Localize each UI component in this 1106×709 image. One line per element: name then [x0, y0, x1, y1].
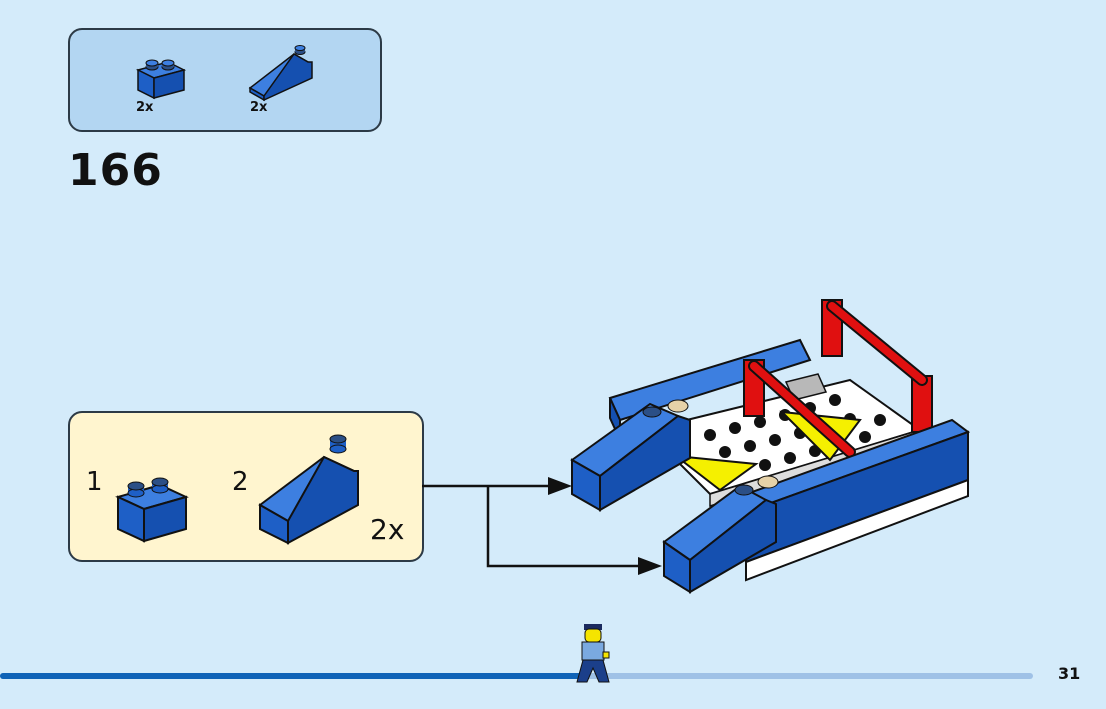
- parts-qty-1: 2x: [136, 100, 154, 115]
- brick-1x2-icon: [115, 477, 189, 543]
- parts-list-box: 2x 2x: [68, 28, 382, 132]
- page-number: 31: [1058, 664, 1081, 683]
- model-illustration: [570, 299, 971, 594]
- sub-assembly-box: 1 2 2x: [68, 411, 424, 562]
- step-number: 166: [68, 145, 163, 196]
- sub-step-1-label: 1: [86, 467, 103, 497]
- parts-qty-2: 2x: [250, 100, 268, 115]
- minifigure-icon: [576, 624, 610, 683]
- progress-fill: [0, 673, 589, 679]
- sub-assembly-multiplier: 2x: [370, 513, 405, 546]
- slope-brick-icon: [258, 434, 359, 545]
- slope-brick-icon: [248, 45, 313, 102]
- brick-1x2-icon: [135, 59, 187, 100]
- sub-step-2-label: 2: [232, 467, 249, 497]
